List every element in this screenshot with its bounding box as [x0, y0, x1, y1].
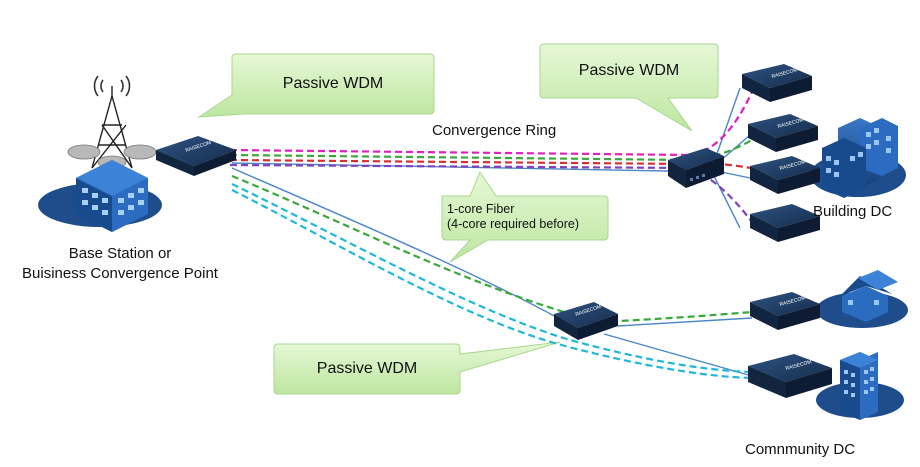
signal-cyan-2 [231, 189, 753, 380]
device-bldg-1: RAISECOM [742, 64, 812, 102]
device-wdm-right [668, 148, 724, 188]
building-dc-label: Building DC [813, 203, 893, 220]
base-station-label-line1: Base Station or [68, 245, 172, 262]
base-station-label: Base Station or Buisiness Convergence Po… [10, 244, 230, 284]
device-wdm-left: RAISECOM [156, 136, 236, 176]
fiber-note-line1: 1-core Fiber [447, 202, 515, 216]
building-dc-icon [810, 118, 906, 198]
device-bldg-4 [750, 204, 820, 242]
convergence-ring-label: Convergence Ring [432, 122, 557, 139]
callout-passive-wdm-right: Passive WDM [578, 62, 680, 79]
signal-green-community [231, 174, 753, 324]
fiber-note: 1-core Fiber (4-core required before) [447, 202, 579, 232]
base-station-icon [38, 75, 162, 232]
callout-passive-wdm-left-shape [197, 53, 435, 118]
device-comm-2: RAISECOM [748, 354, 832, 398]
callout-passive-wdm-bottom: Passive WDM [316, 360, 418, 377]
callout-passive-wdm-right-shape [539, 43, 719, 132]
signal-cyan-1 [231, 183, 753, 374]
device-wdm-bottom: RAISECOM [554, 302, 618, 340]
community-dc-label: Comnmunity DC [745, 441, 856, 458]
device-bldg-3: RAISECOM [750, 156, 820, 194]
callout-passive-wdm-left: Passive WDM [282, 75, 384, 92]
fiber-bldg-4 [711, 171, 741, 229]
fiber-comm-1 [617, 317, 753, 327]
fiber-comm-2 [603, 333, 753, 377]
callout-fiber-shape [441, 170, 609, 263]
device-bldg-2: RAISECOM [748, 114, 818, 152]
device-comm-1: RAISECOM [750, 292, 820, 330]
signal-purple [229, 163, 753, 223]
fiber-note-line2: (4-core required before) [447, 217, 580, 231]
community-dc-icon [816, 352, 904, 420]
house-icon [816, 270, 908, 328]
base-station-label-line2: Buisiness Convergence Point [22, 265, 218, 282]
callout-passive-wdm-bottom-shape [273, 341, 561, 395]
fiber-community-link [231, 167, 559, 319]
